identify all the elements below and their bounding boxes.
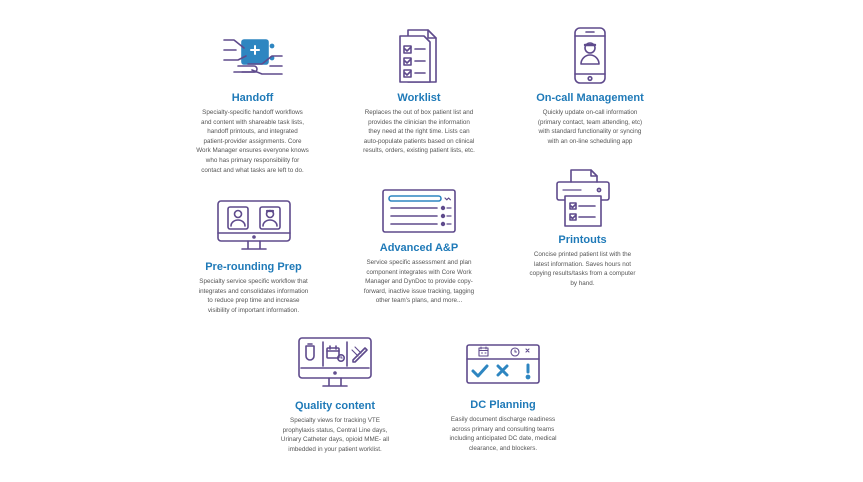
feature-printouts: Printouts Concise printed patient list w… [500, 168, 665, 288]
feature-advanced: Advanced A&P Service specific assessment… [334, 188, 504, 306]
feature-title-oncall: On-call Management [536, 92, 644, 104]
feature-description-prerounding: Specialty service specific workflow that… [198, 278, 309, 314]
feature-title-worklist: Worklist [397, 92, 441, 104]
monitor-doctors-icon [216, 200, 291, 250]
feature-title-handoff: Handoff [231, 92, 274, 104]
feature-worklist: Worklist Replaces the out of box patient… [334, 26, 504, 156]
calendar-status-icon [466, 344, 540, 384]
feature-description-handoff: Specialty-specific handoff workflows and… [196, 109, 309, 174]
smartphone-doctor-icon [574, 27, 606, 84]
feature-description-advanced: Service specific assessment and plan com… [363, 259, 475, 305]
feature-handoff: Handoff Specialty-specific handoff workf… [165, 26, 340, 175]
feature-oncall: On-call Management Quickly update on-cal… [505, 26, 675, 146]
feature-quality: Quality content Specialty views for trac… [250, 336, 420, 454]
form-list-icon [382, 189, 456, 233]
feature-title-prerounding: Pre-rounding Prep [205, 261, 302, 273]
feature-description-oncall: Quickly update on-call information (prim… [537, 109, 643, 145]
feature-dc: DC Planning Easily document discharge re… [418, 343, 588, 453]
feature-description-printouts: Concise printed patient list with the la… [529, 251, 636, 287]
feature-description-quality: Specialty views for tracking VTE prophyl… [280, 417, 390, 453]
feature-title-dc: DC Planning [470, 399, 536, 411]
checklist-documents-icon [399, 29, 437, 83]
feature-description-worklist: Replaces the out of box patient list and… [363, 109, 475, 155]
monitor-dashboard-icon [298, 337, 372, 387]
feature-title-quality: Quality content [294, 400, 376, 412]
feature-title-advanced: Advanced A&P [379, 242, 459, 254]
feature-description-dc: Easily document discharge readiness acro… [449, 416, 557, 452]
printer-icon [555, 169, 610, 227]
handshake-tablet-icon [222, 39, 283, 75]
feature-title-printouts: Printouts [558, 234, 607, 246]
feature-prerounding: Pre-rounding Prep Specialty service spec… [166, 199, 341, 315]
